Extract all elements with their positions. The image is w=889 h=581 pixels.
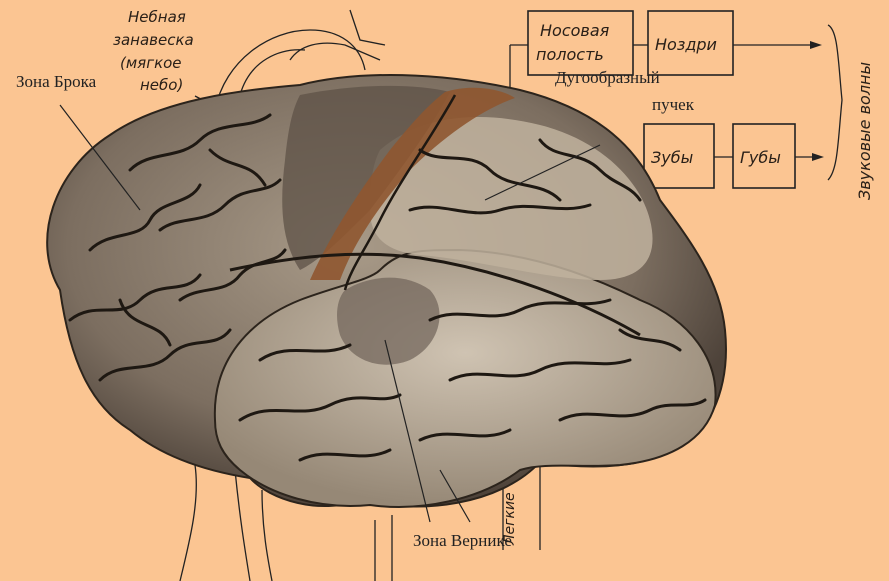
palate-line-3: (мягкое [120,54,182,72]
brain-illustration [47,75,726,507]
palate-line-2: занавеска [113,31,194,49]
nasal-cavity-label-1: Носовая [540,21,610,40]
teeth-label: Зубы [651,148,693,167]
arcuate-label-2: пучек [652,95,695,114]
nasal-cavity-label-2: полость [536,45,604,64]
lips-label: Губы [740,148,781,167]
wernicke-label: Зона Вернике [413,531,512,550]
palate-line-4: небо) [140,76,183,94]
broca-label: Зона Брока [16,72,97,91]
sound-waves-label: Звуковые волны [855,62,874,200]
palate-label: Небная занавеска (мягкое небо) [113,8,218,108]
arcuate-label-1: Дугообразный [555,68,660,87]
palate-line-1: Небная [128,8,186,26]
nostrils-label: Ноздри [655,35,717,54]
